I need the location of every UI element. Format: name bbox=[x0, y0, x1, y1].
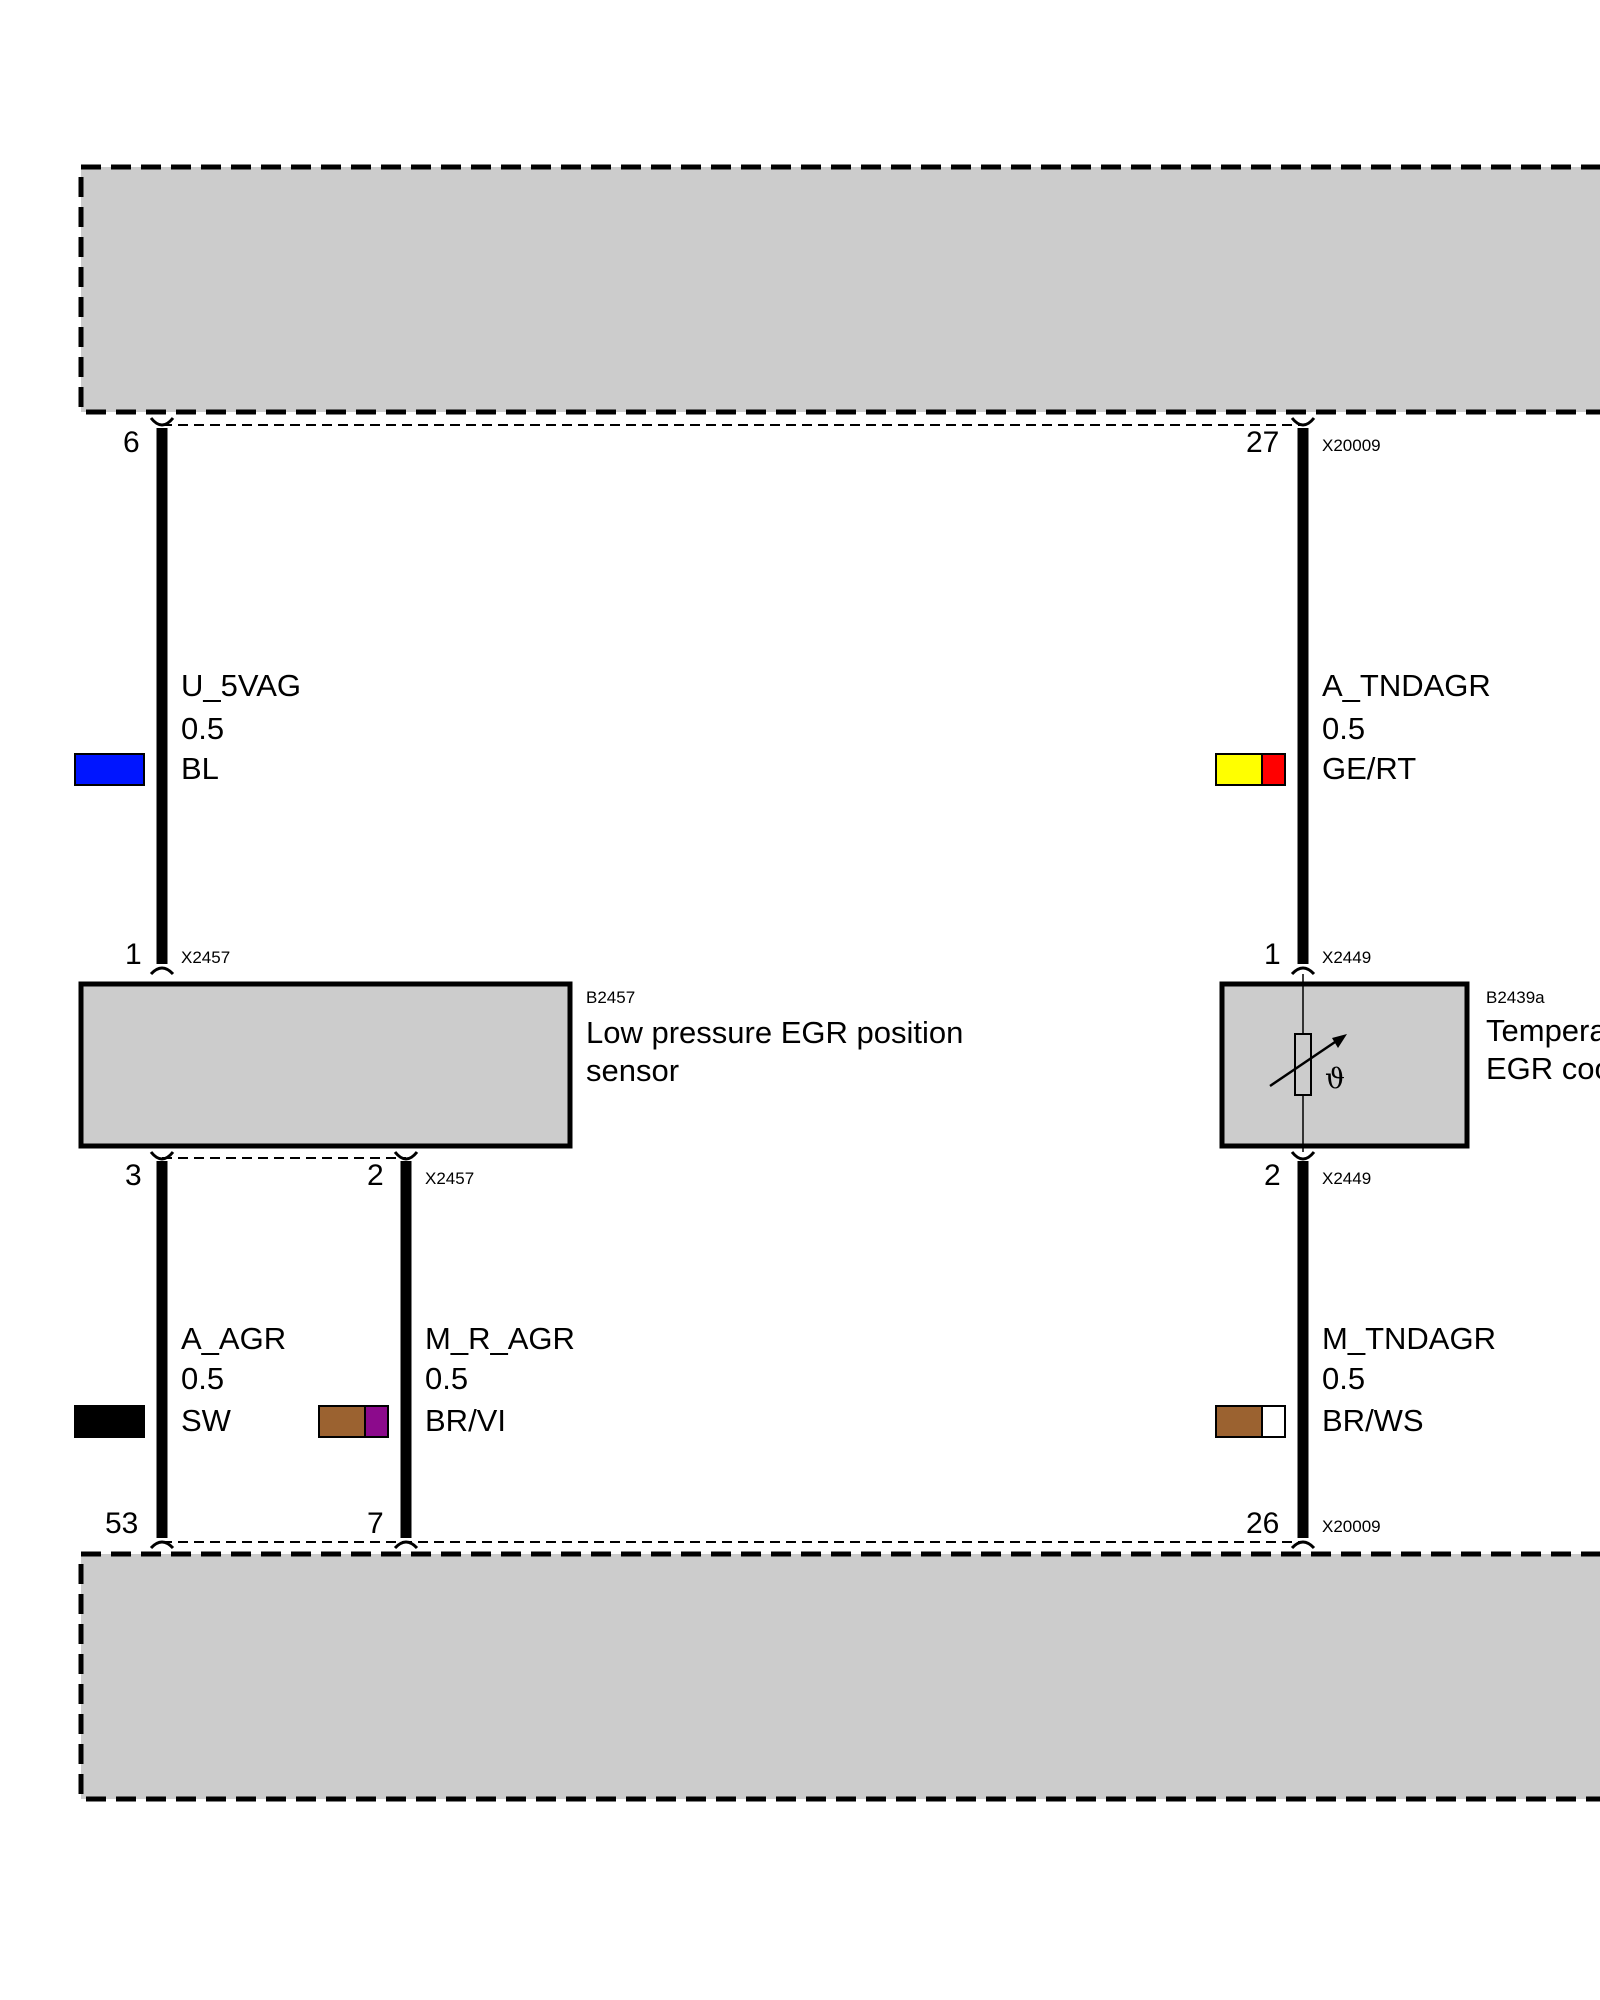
pin-number: 6 bbox=[123, 426, 140, 459]
pin-number: 2 bbox=[1264, 1159, 1281, 1192]
swatch-bl bbox=[74, 753, 145, 786]
connector-id: X20009 bbox=[1322, 436, 1381, 455]
pin-number: 1 bbox=[125, 938, 142, 971]
pin-number: 1 bbox=[1264, 938, 1281, 971]
component-id: B2457 bbox=[586, 988, 635, 1007]
bottom-control-unit bbox=[78, 1551, 1600, 1802]
wire-color-label: SW bbox=[181, 1403, 232, 1438]
component-label: sensor bbox=[586, 1053, 679, 1088]
low-pressure-egr-position-sensor bbox=[78, 981, 573, 1149]
top-control-unit bbox=[78, 164, 1600, 415]
thermistor-symbol: ϑ bbox=[1269, 974, 1347, 1152]
wire-color-label: BL bbox=[181, 751, 219, 786]
wire-signal-label: A_TNDAGR bbox=[1322, 668, 1491, 703]
wire-size-label: 0.5 bbox=[181, 1361, 224, 1396]
connector-id: X2449 bbox=[1322, 1169, 1371, 1188]
wire-signal-label: M_TNDAGR bbox=[1322, 1321, 1496, 1356]
swatch-gert-b bbox=[1261, 753, 1286, 786]
connector-id: X2457 bbox=[181, 948, 230, 967]
pin-number: 3 bbox=[125, 1159, 142, 1192]
connector-id: X20009 bbox=[1322, 1517, 1381, 1536]
wire-size-label: 0.5 bbox=[181, 711, 224, 746]
wire-color-label: GE/RT bbox=[1322, 751, 1416, 786]
pin-number: 7 bbox=[367, 1507, 384, 1540]
connector-id: X2449 bbox=[1322, 948, 1371, 967]
pin-number: 2 bbox=[367, 1159, 384, 1192]
wire-color-label: BR/VI bbox=[425, 1403, 506, 1438]
swatch-brvi-b bbox=[364, 1405, 389, 1438]
wire-color-label: BR/WS bbox=[1322, 1403, 1424, 1438]
swatch-brvi-a bbox=[318, 1405, 366, 1438]
component-id: B2439a bbox=[1486, 988, 1545, 1007]
wire-signal-label: A_AGR bbox=[181, 1321, 286, 1356]
pin-number: 53 bbox=[105, 1507, 138, 1540]
swatch-sw bbox=[74, 1405, 145, 1438]
wire-color-swatches bbox=[74, 753, 1286, 1438]
swatch-brws-a bbox=[1215, 1405, 1263, 1438]
pin-connector-arcs bbox=[149, 417, 1316, 1550]
wire-size-label: 0.5 bbox=[425, 1361, 468, 1396]
wire-signal-label: M_R_AGR bbox=[425, 1321, 575, 1356]
component-label: EGR coo bbox=[1486, 1051, 1600, 1086]
connector-id: X2457 bbox=[425, 1169, 474, 1188]
wire-size-label: 0.5 bbox=[1322, 1361, 1365, 1396]
pin-number: 27 bbox=[1246, 426, 1279, 459]
pin-number: 26 bbox=[1246, 1507, 1279, 1540]
theta-symbol: ϑ bbox=[1325, 1062, 1345, 1095]
swatch-brws-b bbox=[1261, 1405, 1286, 1438]
wire-size-label: 0.5 bbox=[1322, 711, 1365, 746]
wire-signal-label: U_5VAG bbox=[181, 668, 301, 703]
swatch-gert-a bbox=[1215, 753, 1263, 786]
egr-temperature-sensor bbox=[1219, 981, 1470, 1149]
component-label: Tempera bbox=[1486, 1013, 1600, 1048]
component-label: Low pressure EGR position bbox=[586, 1015, 963, 1050]
